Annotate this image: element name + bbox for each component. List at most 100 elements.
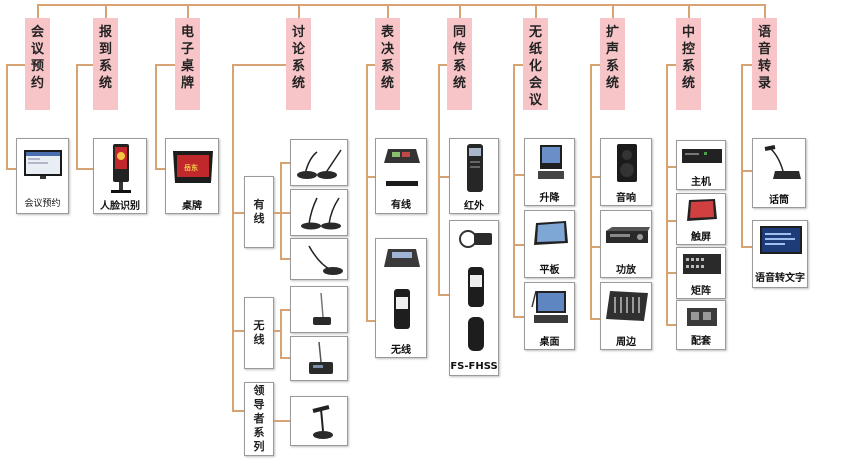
conn	[741, 170, 752, 172]
group-wireless: 无线	[244, 297, 274, 369]
header-pa: 扩声系统	[600, 18, 625, 110]
conn	[438, 64, 440, 296]
top-connector	[37, 4, 765, 6]
receiver-icon	[459, 230, 492, 351]
header-voting: 表决系统	[375, 18, 400, 110]
conn	[590, 176, 600, 178]
item-voting-wireless: 无线	[375, 238, 427, 358]
header-transcription: 语音转录	[752, 18, 777, 110]
conn	[280, 162, 282, 260]
item-label: 话筒	[769, 195, 789, 206]
conn	[274, 212, 282, 214]
drop-7	[535, 4, 537, 18]
conn	[6, 64, 8, 170]
voting-device-icon	[384, 249, 420, 329]
discussion-wired-mic-1	[290, 139, 348, 186]
matrix-switcher-icon	[683, 254, 721, 274]
item-accessories: 配套	[676, 300, 726, 350]
microphone-icon	[309, 341, 333, 374]
receiver-icon	[467, 144, 483, 192]
item-label: FS-FHSS	[450, 361, 498, 372]
conn	[366, 320, 375, 322]
conn	[666, 324, 676, 326]
conn	[666, 64, 676, 66]
conn	[666, 64, 668, 326]
mixer-icon	[606, 291, 648, 321]
item-label: 主机	[691, 177, 711, 188]
voting-device-icon	[384, 149, 420, 186]
drop-1	[37, 4, 39, 18]
conn	[513, 316, 524, 318]
drop-2	[105, 4, 107, 18]
nameplate-screen-text: 岳东	[184, 164, 198, 172]
drop-4	[298, 4, 300, 18]
conn	[280, 258, 290, 260]
conn	[280, 162, 290, 164]
conn	[666, 220, 676, 222]
conn	[232, 64, 286, 66]
conn	[6, 64, 25, 66]
item-tablet: 平板	[524, 210, 575, 278]
conn	[76, 168, 93, 170]
conn	[438, 64, 447, 66]
microphone-icon	[312, 405, 333, 439]
microphone-icon	[313, 292, 331, 325]
header-nameplate: 电子桌牌	[175, 18, 200, 110]
header-interpretation: 同传系统	[447, 18, 472, 110]
conn	[513, 64, 523, 66]
desktop-terminal-icon	[531, 290, 568, 323]
conn	[280, 357, 290, 359]
item-infrared: 红外	[449, 138, 499, 214]
item-label: 有线	[391, 200, 411, 211]
lift-screen-icon	[538, 145, 564, 179]
item-amplifier: 功放	[600, 210, 652, 278]
header-paperless: 无纸化会议	[523, 18, 548, 110]
conn	[6, 168, 16, 170]
item-label: 周边	[616, 337, 636, 348]
microphone-icon	[301, 197, 341, 230]
item-desktop: 桌面	[524, 282, 575, 350]
drop-10	[764, 4, 766, 18]
conn	[76, 64, 93, 66]
item-nameplate: 岳东 桌牌	[165, 138, 219, 214]
drop-6	[459, 4, 461, 18]
microphone-icon	[297, 149, 342, 179]
conn	[155, 64, 157, 170]
conn	[666, 272, 676, 274]
conn	[366, 64, 368, 322]
item-label: 人脸识别	[100, 201, 140, 212]
amplifier-icon	[606, 227, 650, 243]
conn	[232, 330, 244, 332]
item-face-recognition: 人脸识别	[93, 138, 147, 214]
header-discussion: 讨论系统	[286, 18, 311, 110]
conn	[155, 64, 175, 66]
conn	[232, 410, 244, 412]
nameplate-icon	[173, 151, 213, 183]
item-label: 触屏	[691, 232, 711, 243]
group-wired: 有线	[244, 176, 274, 248]
item-label: 配套	[691, 336, 711, 347]
conn	[741, 64, 743, 248]
conn	[590, 64, 592, 320]
item-voting-wired: 有线	[375, 138, 427, 214]
item-microphone: 话筒	[752, 138, 806, 208]
tablet-icon	[534, 221, 568, 245]
item-matrix: 矩阵	[676, 247, 726, 299]
drop-3	[187, 4, 189, 18]
item-label: 平板	[539, 265, 560, 276]
conn	[274, 420, 290, 422]
discussion-wired-mic-3	[290, 238, 348, 280]
item-label: 矩阵	[691, 286, 711, 297]
discussion-wired-mic-2	[290, 189, 348, 236]
touchscreen-icon	[687, 199, 717, 221]
item-speech-to-text: 语音转文字	[752, 220, 808, 288]
discussion-leader-mic	[290, 396, 348, 446]
item-label: 红外	[464, 201, 484, 212]
conn	[666, 166, 676, 168]
discussion-wireless-mic-1	[290, 286, 348, 333]
item-lift: 升降	[524, 138, 575, 206]
item-peripheral: 周边	[600, 282, 652, 350]
conn	[741, 246, 752, 248]
conn	[76, 64, 78, 170]
